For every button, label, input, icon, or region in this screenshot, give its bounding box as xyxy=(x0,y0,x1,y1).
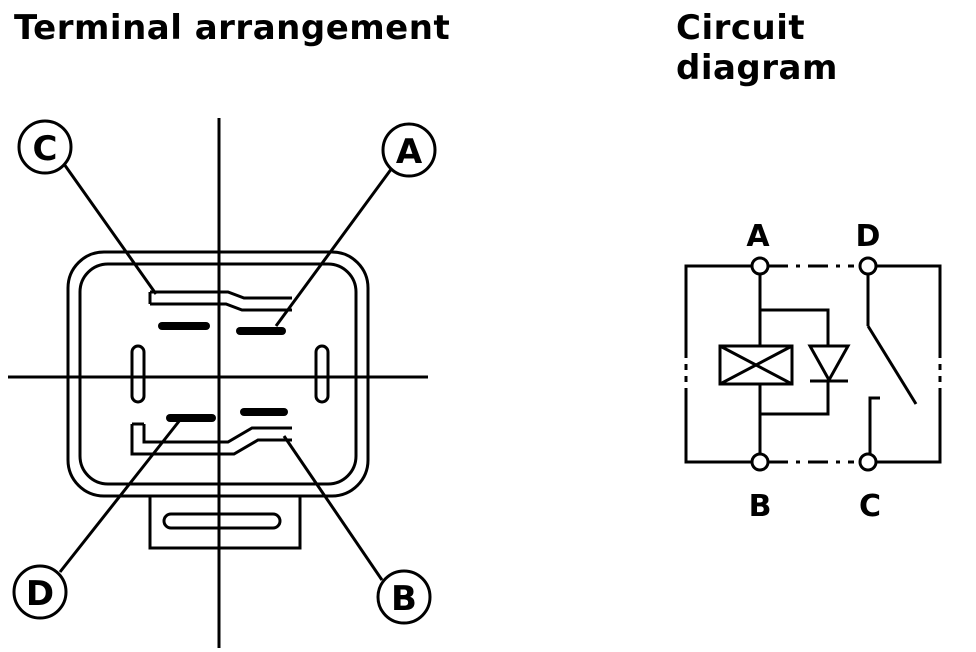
connector-drawing xyxy=(8,118,437,648)
circuit-outer-right xyxy=(870,264,942,464)
connector-housing-inner xyxy=(78,262,358,486)
terminal-arrangement-title: Terminal arrangement xyxy=(14,8,451,48)
upper-bus-wire xyxy=(148,290,292,312)
circuit-diagram-title: Circuit diagram xyxy=(676,8,838,88)
callout-circle-c xyxy=(17,119,73,175)
diode-symbol xyxy=(807,344,851,384)
terminal-node-d xyxy=(858,256,878,276)
circuit-label-b: B xyxy=(749,489,772,524)
leader-line-a xyxy=(274,167,394,327)
callout-circle-a xyxy=(381,122,437,178)
leader-line-d xyxy=(58,419,182,573)
lower-bus-wire xyxy=(130,422,292,456)
relay-coil xyxy=(718,344,794,386)
circuit-label-a: A xyxy=(746,219,770,254)
relay-coil-cross xyxy=(719,344,793,386)
leader-line-c xyxy=(62,163,158,295)
locking-tab-slot xyxy=(162,512,282,530)
circuit-outer-left xyxy=(684,264,752,464)
circuit-schematic xyxy=(684,256,942,472)
circuit-label-d: D xyxy=(856,219,881,254)
callout-label-b: B xyxy=(391,579,417,619)
switch-blade xyxy=(866,325,918,405)
circuit-label-c: C xyxy=(859,489,881,524)
switch-contact xyxy=(868,396,880,454)
callout-label-d: D xyxy=(26,574,54,614)
diode-wire xyxy=(760,308,830,416)
terminal-node-a xyxy=(750,256,770,276)
callout-label-a: A xyxy=(396,132,423,172)
side-key-left xyxy=(130,344,146,404)
terminal-node-b xyxy=(750,452,770,472)
locking-tab xyxy=(148,496,302,550)
callout-label-c: C xyxy=(33,129,58,169)
side-key-right xyxy=(314,344,330,404)
connector-housing-outer xyxy=(66,250,370,498)
terminal-node-c xyxy=(858,452,878,472)
callout-circle-b xyxy=(376,569,432,625)
leader-line-b xyxy=(282,435,384,581)
callout-circle-d xyxy=(12,564,68,620)
